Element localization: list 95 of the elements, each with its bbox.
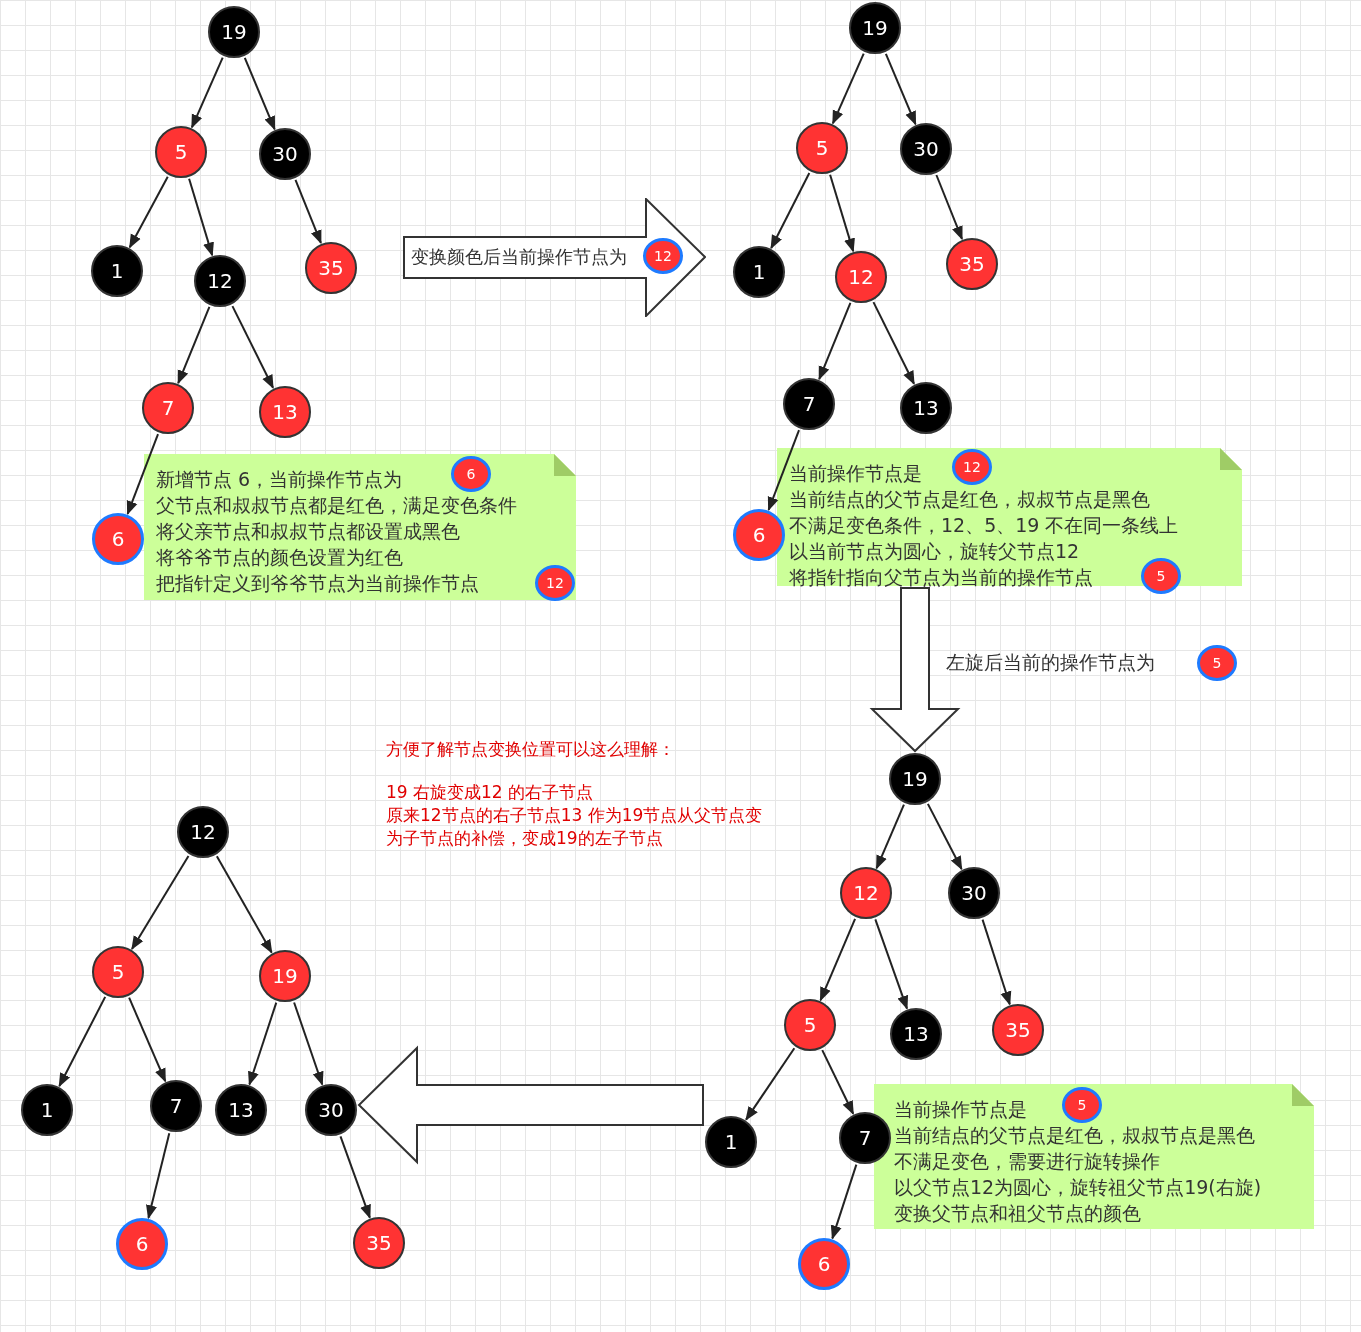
block-arrow [357, 1045, 704, 1165]
arrow [248, 1001, 278, 1086]
tree-node: 13 [900, 382, 952, 434]
note-text: 变换父节点和祖父节点的颜色 [894, 1201, 1141, 1226]
arrow [874, 918, 909, 1010]
arrow [821, 1049, 855, 1115]
tree-node: 5 [155, 126, 207, 178]
tree-node: 5 [92, 946, 144, 998]
note-text: 当前结点的父节点是红色，叔叔节点是黑色 [894, 1123, 1255, 1148]
tree-node: 5 [784, 999, 836, 1051]
arrow [188, 177, 214, 257]
tree-node: 6 [798, 1238, 850, 1290]
arrow [819, 917, 857, 1002]
tree-node: 12 [840, 867, 892, 919]
node-badge: 5 [1141, 558, 1181, 594]
tree-node: 13 [890, 1008, 942, 1060]
tree-node: 35 [946, 238, 998, 290]
tree-node: 19 [849, 2, 901, 54]
note-text: 19 右旋变成12 的右子节点 [386, 781, 595, 804]
tree-node: 19 [208, 6, 260, 58]
edge-label: 左旋后当前的操作节点为 [946, 649, 1155, 675]
tree-node: 30 [948, 867, 1000, 919]
tree-node: 19 [259, 950, 311, 1002]
tree-node: 30 [900, 123, 952, 175]
node-badge: 5 [1197, 645, 1237, 681]
arrow [818, 301, 852, 381]
arrow [875, 803, 905, 870]
note-text: 以父节点12为圆心，旋转祖父节点19(右旋) [894, 1175, 1262, 1200]
tree-node: 6 [116, 1218, 168, 1270]
sticky-note [144, 454, 576, 600]
sticky-note [874, 1084, 1314, 1229]
arrow [339, 1135, 371, 1219]
arrow [935, 174, 963, 241]
arrow [745, 1047, 796, 1121]
tree-node: 1 [91, 245, 143, 297]
arrow [293, 1001, 324, 1086]
note-text: 新增节点 6，当前操作节点为 [156, 467, 403, 492]
tree-node: 7 [142, 382, 194, 434]
arrow [131, 854, 190, 951]
note-text: 将爷爷节点的颜色设置为红色 [156, 545, 403, 570]
note-text: 将父亲节点和叔叔节点都设置成黑色 [156, 519, 460, 544]
tree-node: 12 [194, 255, 246, 307]
note-text: 不满足变色条件，12、5、19 不在同一条线上 [789, 513, 1179, 538]
note-text: 以当前节点为圆心，旋转父节点12 [789, 539, 1080, 564]
tree-node: 35 [992, 1004, 1044, 1056]
block-arrow [869, 587, 961, 753]
note-text: 将指针指向父节点为当前的操作节点 [789, 565, 1093, 590]
arrow [872, 301, 915, 386]
tree-node: 12 [177, 806, 229, 858]
arrow [58, 995, 107, 1088]
block-arrow [403, 198, 706, 317]
note-text: 当前操作节点是 [789, 461, 922, 486]
note-text: 当前结点的父节点是红色，叔叔节点是黑色 [789, 487, 1150, 512]
arrow [128, 175, 169, 249]
arrow [190, 56, 224, 129]
tree-node: 1 [21, 1084, 73, 1136]
tree-node: 12 [835, 251, 887, 303]
arrow [126, 433, 159, 516]
arrow [884, 52, 917, 126]
arrow [231, 305, 274, 390]
tree-node: 6 [92, 513, 144, 565]
arrow [128, 996, 167, 1083]
tree-node: 35 [353, 1217, 405, 1269]
tree-node: 6 [733, 509, 785, 561]
note-text: 当前操作节点是 [894, 1097, 1027, 1122]
arrow [770, 171, 811, 250]
tree-node: 35 [305, 242, 357, 294]
tree-node: 13 [215, 1084, 267, 1136]
arrow [829, 173, 855, 253]
tree-node: 30 [305, 1084, 357, 1136]
note-text: 方便了解节点变换位置可以这么理解： [386, 738, 676, 761]
note-text: 父节点和叔叔节点都是红色，满足变色条件 [156, 493, 517, 518]
tree-node: 30 [259, 128, 311, 180]
note-text: 原来12节点的右子节点13 作为19节点从父节点变为子节点的补偿，变成19的左子节点 [386, 804, 764, 850]
arrow [294, 178, 322, 245]
arrow [767, 429, 800, 512]
arrow [830, 1163, 858, 1240]
tree-node: 7 [783, 378, 835, 430]
tree-node: 5 [796, 122, 848, 174]
arrow [177, 305, 211, 385]
tree-node: 1 [733, 246, 785, 298]
arrow-text: 变换颜色后当前操作节点为 [411, 245, 627, 269]
arrow [215, 855, 273, 954]
tree-node: 13 [259, 386, 311, 438]
arrow [926, 802, 963, 871]
tree-node: 1 [705, 1116, 757, 1168]
arrow [243, 56, 276, 131]
arrow [981, 918, 1012, 1006]
tree-node: 7 [839, 1112, 891, 1164]
tree-node: 7 [150, 1080, 202, 1132]
note-text: 不满足变色，需要进行旋转操作 [894, 1149, 1160, 1174]
arrow [831, 52, 865, 125]
arrow [146, 1132, 171, 1220]
tree-node: 19 [889, 753, 941, 805]
note-text: 把指针定义到爷爷节点为当前操作节点 [156, 571, 479, 596]
